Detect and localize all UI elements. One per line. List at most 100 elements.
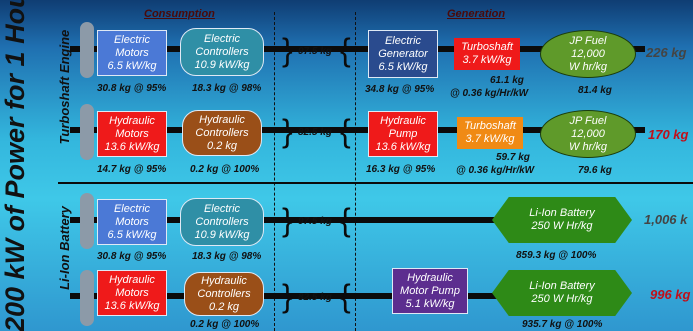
power-rail bbox=[70, 127, 645, 133]
total-mass: 996 kg bbox=[650, 287, 691, 302]
box-line: JP Fuel bbox=[569, 34, 607, 47]
box-line: Electric bbox=[203, 202, 241, 215]
value-label: 935.7 kg @ 100% bbox=[522, 319, 603, 330]
hydraulic-motors-box: Hydraulic Motors 13.6 kW/kg bbox=[97, 111, 167, 157]
box-line: Controllers bbox=[195, 45, 249, 58]
power-rail bbox=[70, 293, 570, 299]
jp-fuel-oval: JP Fuel 12,000 W hr/kg bbox=[540, 30, 636, 78]
box-line: 6.5 kW/kg bbox=[378, 60, 428, 73]
link-mass: 82.5 kg bbox=[298, 127, 332, 138]
box-line: Motors bbox=[115, 127, 149, 140]
box-line: Motor Pump bbox=[400, 284, 460, 297]
header-generation: Generation bbox=[447, 8, 506, 20]
li-ion-battery-box: Li-Ion Battery 250 W Hr/kg bbox=[492, 270, 632, 316]
box-line: Electric bbox=[113, 33, 151, 46]
power-rail bbox=[70, 217, 570, 223]
jp-fuel-oval: JP Fuel 12,000 W hr/kg bbox=[540, 110, 636, 158]
box-line: Motors bbox=[115, 215, 149, 228]
propeller-icon bbox=[80, 22, 94, 78]
value-label: 79.6 kg bbox=[578, 165, 612, 176]
brace-icon: } bbox=[282, 32, 293, 68]
box-line: 13.6 kW/kg bbox=[104, 140, 160, 153]
hydraulic-controllers-box: Hydraulic Controllers 0.2 kg bbox=[182, 110, 262, 156]
box-line: 10.9 kW/kg bbox=[194, 228, 250, 241]
hydraulic-pump-box: Hydraulic Pump 13.6 kW/kg bbox=[368, 111, 438, 157]
value-label: 14.7 kg @ 95% bbox=[97, 164, 167, 175]
box-line: JP Fuel bbox=[569, 114, 607, 127]
total-mass: 170 kg bbox=[648, 127, 689, 142]
box-line: Hydraulic bbox=[201, 274, 247, 287]
propeller-icon bbox=[80, 270, 94, 326]
turboshaft-box: Turboshaft 3.7 kW/kg bbox=[454, 38, 520, 70]
box-line: Motors bbox=[115, 46, 149, 59]
divider-right bbox=[355, 12, 356, 331]
group-label-turboshaft: Turboshaft Engine bbox=[57, 29, 72, 145]
box-line: 12,000 bbox=[571, 47, 605, 60]
box-line: 0.2 kg bbox=[209, 300, 239, 313]
electric-controllers-box: Electric Controllers 10.9 kW/kg bbox=[180, 28, 264, 76]
box-line: 3.7 kW/kg bbox=[465, 133, 515, 145]
link-mass: 97.5 kg bbox=[298, 216, 332, 227]
box-line: Hydraulic bbox=[109, 273, 155, 286]
value-label: 81.4 kg bbox=[578, 85, 612, 96]
box-line: Li-Ion Battery bbox=[529, 280, 595, 292]
value-label: 30.8 kg @ 95% bbox=[97, 251, 167, 262]
hydraulic-motors-box: Hydraulic Motors 13.6 kW/kg bbox=[97, 270, 167, 316]
value-label: 59.7 kg bbox=[496, 152, 530, 163]
box-line: W hr/kg bbox=[569, 60, 607, 73]
box-line: 250 W Hr/kg bbox=[531, 220, 593, 232]
hydraulic-motor-pump-box: Hydraulic Motor Pump 5.1 kW/kg bbox=[392, 268, 468, 314]
hydraulic-controllers-box: Hydraulic Controllers 0.2 kg bbox=[184, 272, 264, 316]
link-mass: 82.5 kg bbox=[298, 292, 332, 303]
brace-icon: } bbox=[282, 202, 293, 238]
box-line: Motors bbox=[115, 286, 149, 299]
value-label: 18.3 kg @ 98% bbox=[192, 83, 262, 94]
box-line: 3.7 kW/kg bbox=[462, 54, 512, 66]
box-line: Hydraulic bbox=[199, 113, 245, 126]
brace-icon: { bbox=[340, 113, 351, 149]
value-label: 34.8 kg @ 95% bbox=[365, 84, 435, 95]
value-label: 61.1 kg bbox=[490, 75, 524, 86]
box-line: 13.6 kW/kg bbox=[104, 299, 160, 312]
brace-icon: { bbox=[340, 202, 351, 238]
group-label-battery: Li-Ion Battery bbox=[57, 206, 72, 290]
electric-motors-box: Electric Motors 6.5 kW/kg bbox=[97, 30, 167, 76]
propeller-icon bbox=[80, 193, 94, 249]
box-line: Hydraulic bbox=[380, 114, 426, 127]
box-line: Electric bbox=[384, 34, 422, 47]
box-line: W hr/kg bbox=[569, 140, 607, 153]
box-line: 0.2 kg bbox=[207, 139, 237, 152]
box-line: Electric bbox=[113, 202, 151, 215]
header-consumption: Consumption bbox=[144, 8, 215, 20]
value-label: 18.3 kg @ 98% bbox=[192, 251, 262, 262]
divider-left bbox=[274, 12, 275, 331]
brace-icon: } bbox=[282, 113, 293, 149]
box-line: Hydraulic bbox=[109, 114, 155, 127]
li-ion-battery-box: Li-Ion Battery 250 W Hr/kg bbox=[492, 197, 632, 243]
box-line: Generator bbox=[378, 47, 428, 60]
box-line: Controllers bbox=[197, 287, 251, 300]
link-mass: 97.5 kg bbox=[298, 46, 332, 57]
box-line: Controllers bbox=[195, 126, 249, 139]
box-line: Hydraulic bbox=[407, 271, 453, 284]
brace-icon: } bbox=[282, 278, 293, 314]
value-label: 859.3 kg @ 100% bbox=[516, 250, 597, 261]
brace-icon: { bbox=[340, 32, 351, 68]
electric-generator-box: Electric Generator 6.5 kW/kg bbox=[368, 30, 438, 78]
box-line: 5.1 kW/kg bbox=[405, 297, 455, 310]
box-line: 12,000 bbox=[571, 127, 605, 140]
value-label: @ 0.36 kg/Hr/kW bbox=[456, 165, 535, 176]
value-label: 30.8 kg @ 95% bbox=[97, 83, 167, 94]
total-mass: 226 kg bbox=[646, 45, 687, 60]
total-mass: 1,006 k bbox=[644, 212, 688, 227]
propeller-icon bbox=[80, 104, 94, 160]
box-line: 6.5 kW/kg bbox=[107, 228, 157, 241]
electric-motors-box: Electric Motors 6.5 kW/kg bbox=[97, 199, 167, 245]
value-label: 0.2 kg @ 100% bbox=[190, 164, 260, 175]
box-line: Pump bbox=[388, 127, 418, 140]
value-label: @ 0.36 kg/Hr/kW bbox=[450, 88, 529, 99]
box-line: Turboshaft bbox=[461, 41, 513, 53]
box-line: Turboshaft bbox=[464, 120, 516, 132]
turboshaft-box: Turboshaft 3.7 kW/kg bbox=[457, 117, 523, 149]
